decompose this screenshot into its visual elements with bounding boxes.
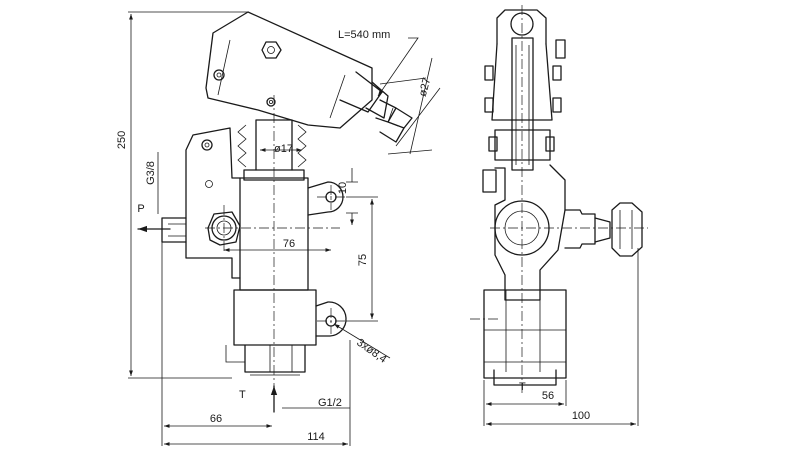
bracket-pin-icon <box>201 139 213 151</box>
front-dimensions: 250 G3/8 P ø17 L=540 mm ø27 10 76 75 3xø… <box>116 11 441 446</box>
dim-76-label: 76 <box>283 238 295 250</box>
dim-114-label: 114 <box>307 431 325 443</box>
dim-66-label: 66 <box>210 413 222 425</box>
side-bolts-icon <box>484 39 566 152</box>
front-lever-housing-edges <box>217 39 346 119</box>
front-bracket <box>185 127 241 279</box>
side-port-t-label: T <box>519 381 526 393</box>
side-lower-block-lines <box>484 329 566 363</box>
front-lug-centerlines <box>317 185 345 334</box>
front-handle-break <box>375 99 413 143</box>
bracket-hole-icon <box>205 180 213 188</box>
link-pin-icon <box>266 97 276 107</box>
dim-width-extensions <box>161 242 351 446</box>
side-dimensions: T 56 100 <box>483 248 639 426</box>
dim-100-label: 100 <box>572 410 590 422</box>
front-lever-arm <box>339 71 389 119</box>
lever-length-label: L=540 mm <box>338 29 390 41</box>
front-bellows-right <box>297 124 307 168</box>
port-p-label: P <box>137 203 144 215</box>
dim-10-label: 10 <box>337 182 349 194</box>
front-port-p-lines <box>168 223 186 237</box>
piston-diameter-label: ø17 <box>274 143 293 155</box>
front-piston-collar <box>243 169 305 181</box>
side-valve-knob-grip <box>619 210 633 249</box>
side-view <box>470 5 648 395</box>
side-dim-extensions <box>483 248 639 426</box>
port-t-thread-label: G1/2 <box>318 397 342 409</box>
front-break-line <box>387 107 399 127</box>
front-bellows-left <box>237 124 247 168</box>
port-p-thread-label: G3/8 <box>145 161 157 185</box>
front-lower-port-lines <box>250 345 300 376</box>
front-lower-block <box>233 289 317 373</box>
handle-diameter-dim <box>379 57 441 155</box>
side-lower-bore-lines <box>505 290 541 372</box>
hex-nut-icon <box>261 41 282 59</box>
front-port-p-boss <box>161 217 187 243</box>
front-drain-step <box>225 345 245 363</box>
mounting-holes-leader <box>333 323 391 359</box>
side-lower-foot <box>493 369 557 386</box>
side-lower-block <box>483 289 567 379</box>
dim-75-extensions <box>346 196 378 322</box>
front-port-centerline <box>205 205 340 252</box>
port-t-label: T <box>239 389 246 401</box>
side-mid-housing <box>494 129 551 161</box>
lever-length-leader <box>377 37 419 97</box>
dim-250-label: 250 <box>116 131 128 149</box>
side-valve-neck <box>594 217 611 243</box>
front-lower-lug <box>315 301 347 337</box>
handle-diameter-label: ø27 <box>417 77 434 98</box>
front-lever-housing <box>205 11 373 129</box>
dim-56-label: 56 <box>542 390 554 402</box>
mounting-holes-label: 3xø8,4 <box>354 337 388 366</box>
side-lever-plate-inner <box>515 45 530 165</box>
side-valve-body <box>564 209 596 249</box>
release-valve-knob-icon[interactable] <box>611 202 643 257</box>
side-left-boss <box>482 169 497 193</box>
front-view <box>137 11 413 413</box>
side-clevis-top <box>496 9 547 45</box>
pivot-pin-icon <box>213 69 225 81</box>
dim-75-label: 75 <box>357 254 369 266</box>
dim-250-extensions <box>128 11 248 379</box>
side-lever-plate <box>511 37 534 171</box>
